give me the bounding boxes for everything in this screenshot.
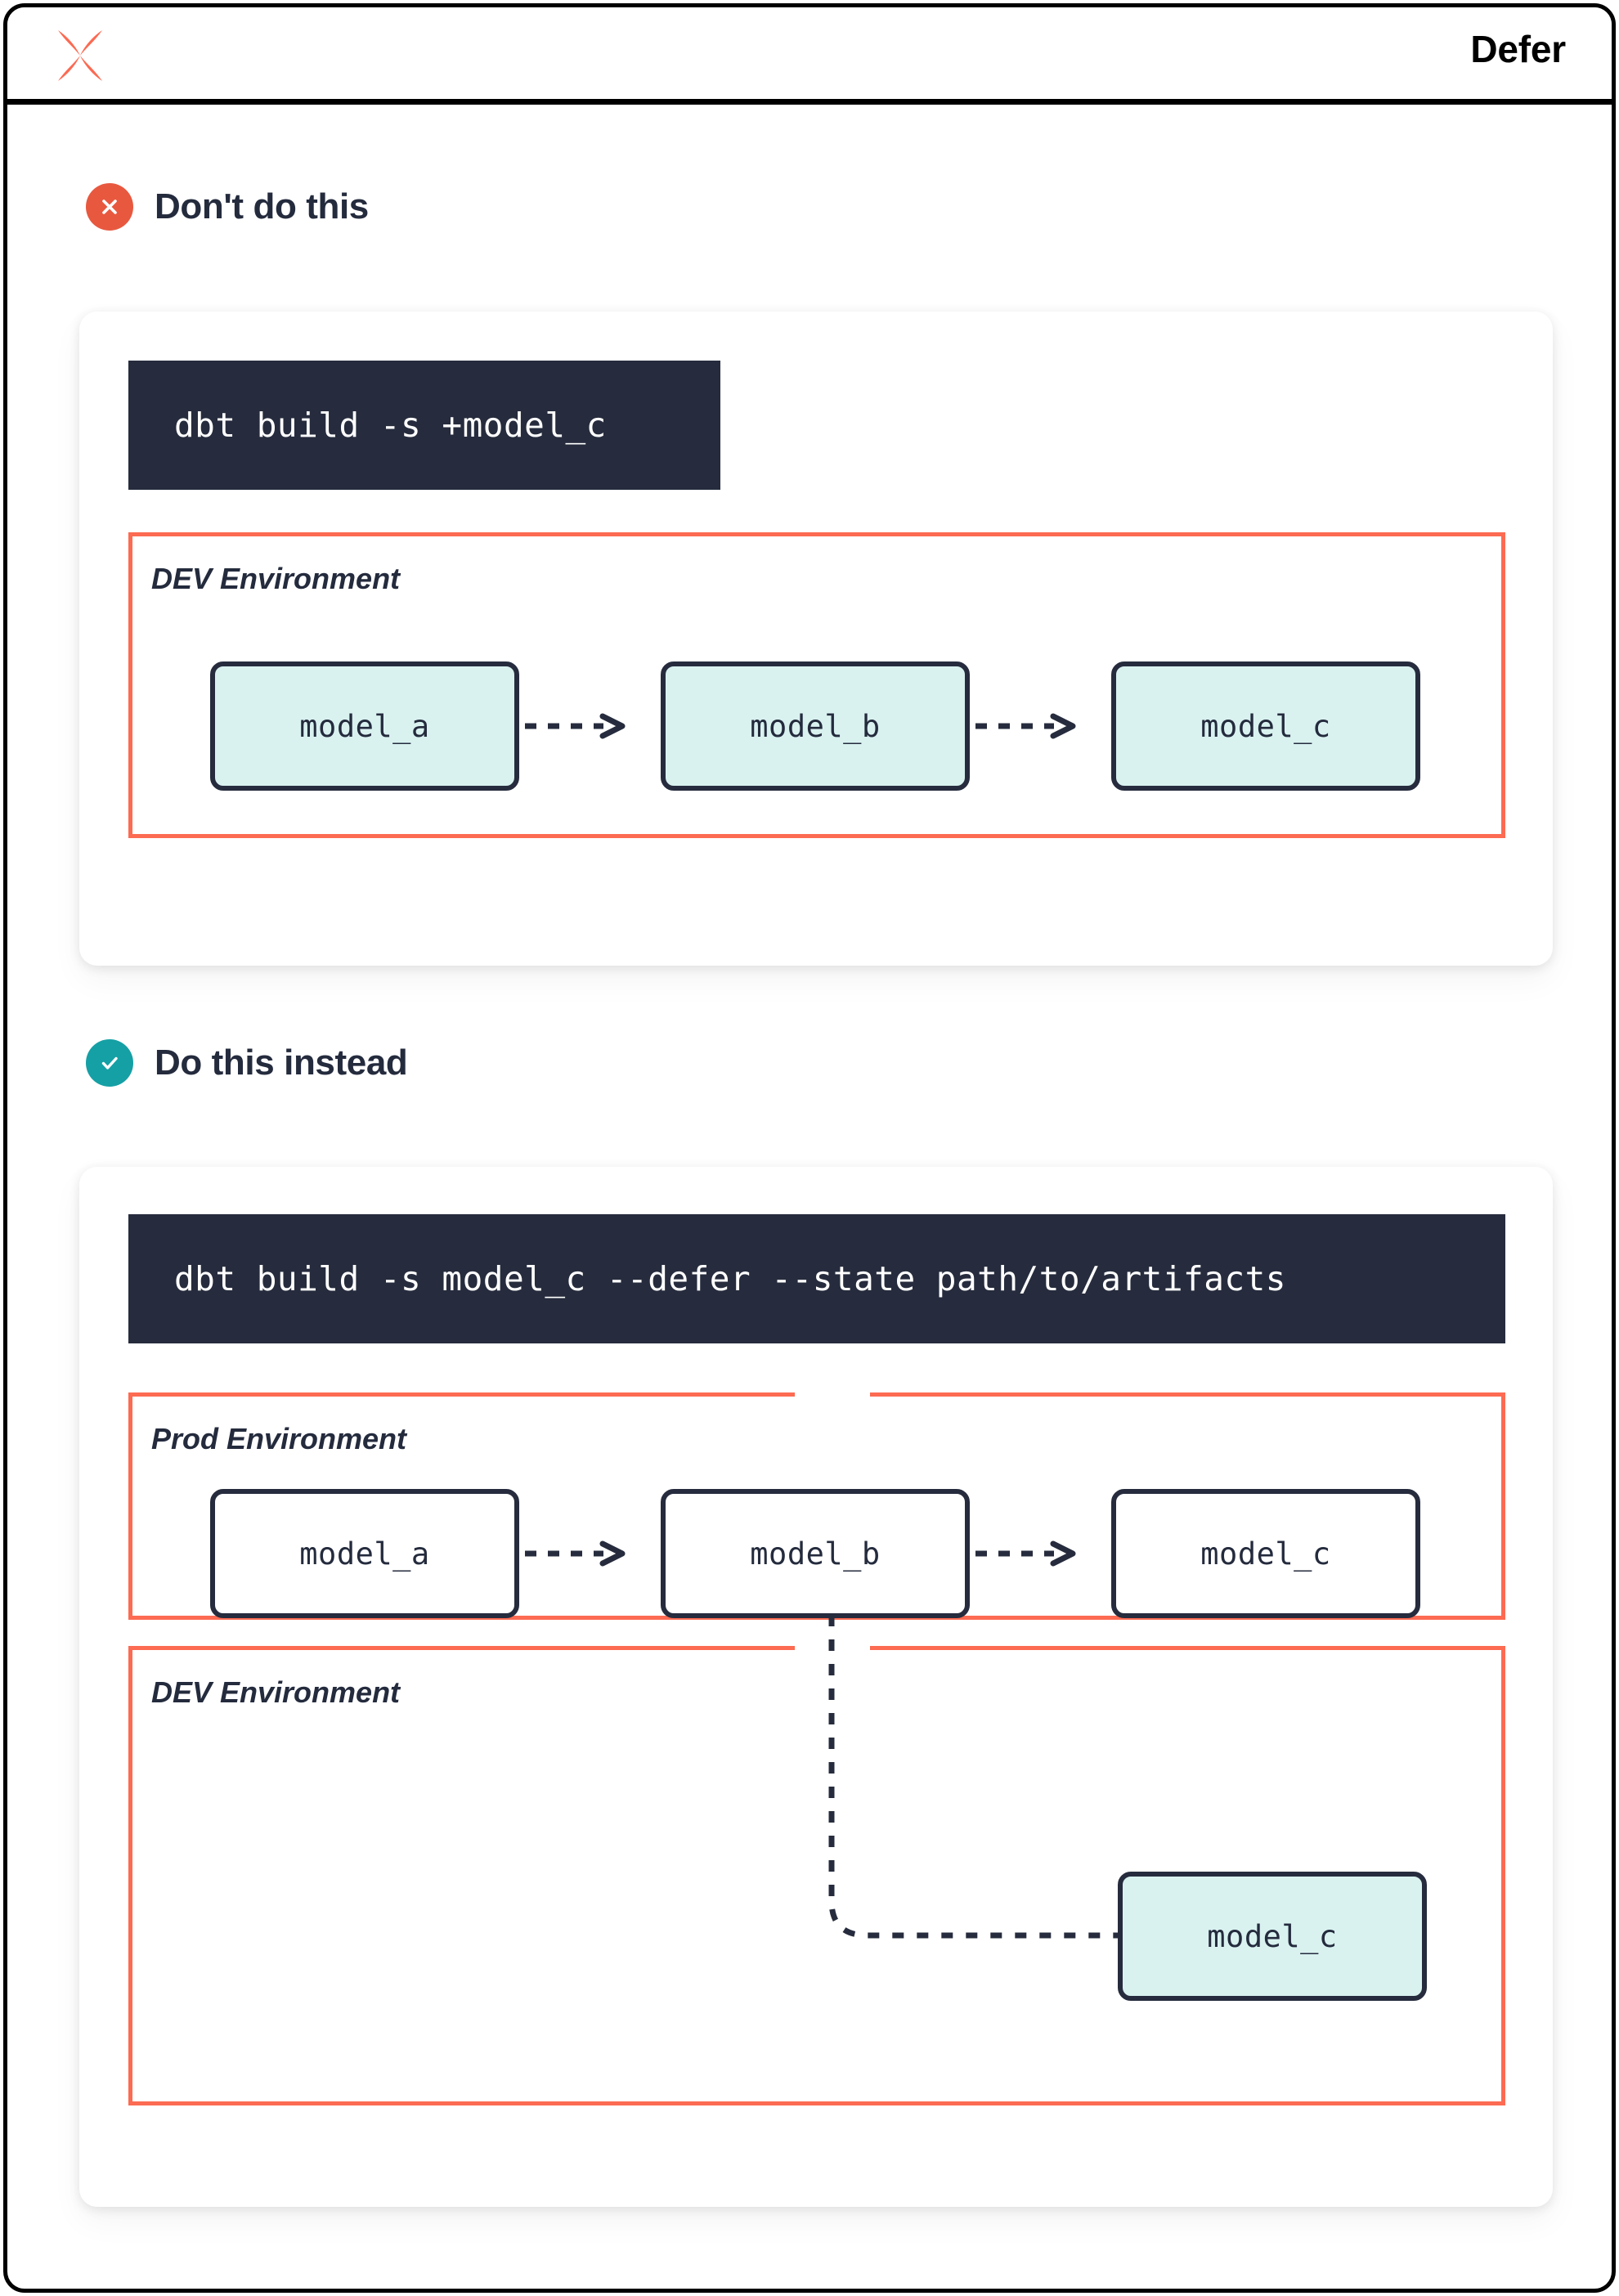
model-node-prod-b[interactable]: model_b (661, 1489, 970, 1618)
x-circle-icon (86, 183, 133, 231)
section-title: Don't do this (155, 186, 369, 226)
dbt-logo-icon (50, 25, 110, 86)
model-node-prod-a[interactable]: model_a (210, 1489, 519, 1618)
arrow-b-to-c-1 (975, 713, 1080, 739)
model-node-dev-b[interactable]: model_b (661, 661, 970, 791)
card-do-this-instead: dbt build -s model_c --defer --state pat… (79, 1167, 1553, 2207)
section-header-do-this-instead: Do this instead (86, 1039, 408, 1087)
arrow-b-to-c-2 (975, 1540, 1080, 1567)
section-title: Do this instead (155, 1043, 408, 1083)
poster-frame: Defer Don't do this dbt build -s +model_… (3, 3, 1616, 2293)
card-dont-do-this: dbt build -s +model_c DEV Environment mo… (79, 312, 1553, 966)
header-bar: Defer (7, 7, 1612, 105)
arrow-a-to-b-1 (525, 713, 630, 739)
env-label-dev-2: DEV Environment (151, 1675, 401, 1709)
check-circle-icon (86, 1039, 133, 1087)
code-block-dont: dbt build -s +model_c (128, 361, 720, 490)
model-node-dev2-c[interactable]: model_c (1118, 1872, 1427, 2001)
env-label-dev-1: DEV Environment (151, 562, 401, 595)
code-block-do: dbt build -s model_c --defer --state pat… (128, 1214, 1505, 1343)
env-box-dev-1 (128, 532, 1505, 838)
model-node-dev-a[interactable]: model_a (210, 661, 519, 791)
model-node-dev-c[interactable]: model_c (1111, 661, 1420, 791)
border-gap-prod (795, 1389, 870, 1399)
arrow-a-to-b-2 (525, 1540, 630, 1567)
page-title: Defer (1470, 28, 1566, 70)
section-header-dont-do-this: Don't do this (86, 183, 369, 231)
model-node-prod-c[interactable]: model_c (1111, 1489, 1420, 1618)
env-label-prod: Prod Environment (151, 1422, 407, 1455)
